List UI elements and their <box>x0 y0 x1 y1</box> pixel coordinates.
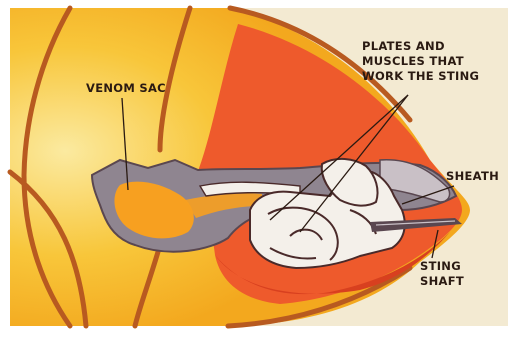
label-sheath: SHEATH <box>446 169 499 183</box>
label-plates-line-1: PLATES AND <box>362 39 445 53</box>
label-plates-line-2: MUSCLES THAT <box>362 54 464 68</box>
label-venom-sac: VENOM SAC <box>86 81 166 95</box>
label-sting-shaft-line-2: SHAFT <box>420 274 464 288</box>
label-sting-shaft-line-1: STING <box>420 259 461 273</box>
label-plates-line-3: WORK THE STING <box>362 69 479 83</box>
